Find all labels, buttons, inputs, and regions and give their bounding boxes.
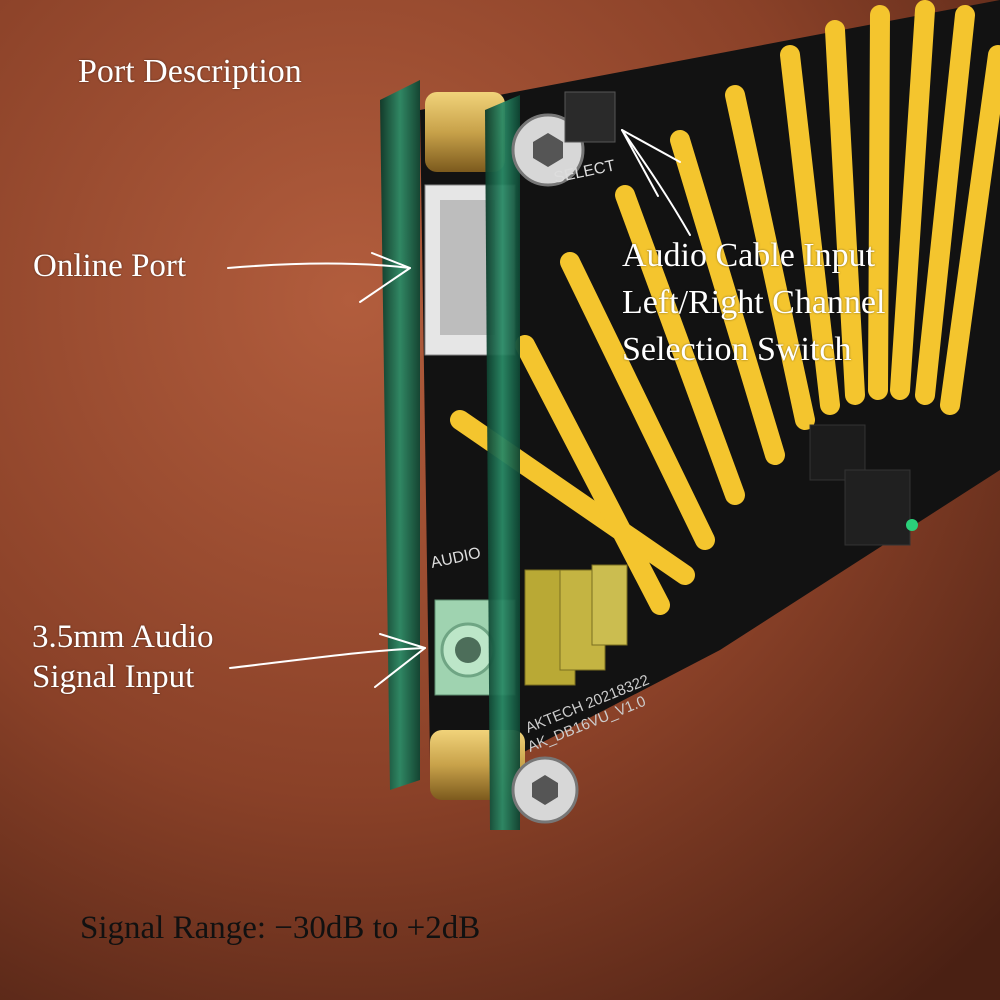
audio-jack-label-line2: Signal Input	[32, 659, 195, 695]
rca-jack	[591, 564, 628, 646]
online-port-label: Online Port	[33, 248, 187, 284]
switch-label-line2: Left/Right Channel	[622, 284, 886, 321]
channel-select-switch	[564, 91, 616, 143]
switch-label-line3: Selection Switch	[622, 331, 852, 368]
audio-jack-hole-center	[455, 637, 481, 663]
audio-jack-label-line1: 3.5mm Audio	[32, 619, 214, 655]
chip	[844, 469, 911, 546]
page-title: Port Description	[78, 53, 302, 90]
led-dot	[906, 519, 918, 531]
bolt-hex	[532, 775, 558, 805]
signal-range-caption: Signal Range: −30dB to +2dB	[80, 910, 481, 946]
bolt-hex	[533, 133, 563, 167]
switch-label-line1: Audio Cable Input	[622, 237, 876, 274]
front-acrylic-panel	[485, 95, 520, 830]
switch-label: Audio Cable Input Left/Right Channel Sel…	[622, 232, 885, 373]
brass-standoff	[425, 92, 505, 172]
audio-jack-label: 3.5mm Audio Signal Input	[32, 617, 214, 697]
